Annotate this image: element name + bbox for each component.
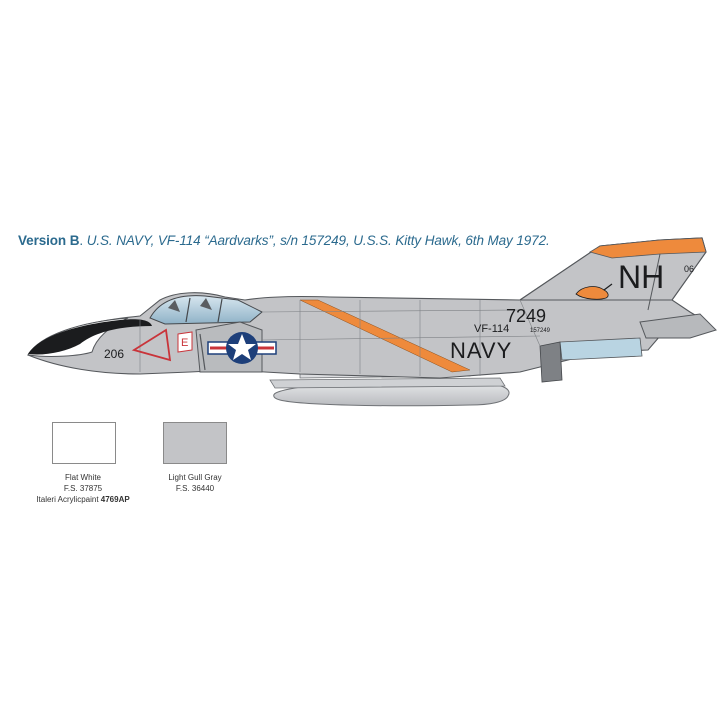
missile-rail xyxy=(269,377,506,389)
flat-white-legend: Flat White F.S. 37875 Italeri Acrylicpai… xyxy=(25,472,141,505)
squadron-e-badge xyxy=(177,331,193,353)
e-mark: E xyxy=(181,337,188,349)
canopy xyxy=(149,295,263,325)
paint-code: 4769AP xyxy=(100,495,130,504)
aardvark-emblem xyxy=(575,283,613,300)
light-gull-gray-legend: Light Gull Gray F.S. 36440 xyxy=(138,472,252,494)
flat-white-swatch xyxy=(52,422,116,464)
rudder-hinge xyxy=(647,253,661,311)
engine-panel xyxy=(559,337,643,361)
squadron-label: VF-114 xyxy=(474,323,509,335)
tail-code: NH xyxy=(618,259,664,295)
anti-glare-panel xyxy=(28,319,152,355)
serial-small: 157249 xyxy=(530,328,551,334)
version-caption: Version B. U.S. NAVY, VF-114 “Aardvarks”… xyxy=(18,233,550,248)
swatch-fs-code: F.S. 37875 xyxy=(63,484,103,493)
buno-number: 7249 xyxy=(506,306,546,326)
swatch-fs-code: F.S. 36440 xyxy=(175,484,215,493)
intake-lip xyxy=(199,333,206,371)
light-gull-gray-swatch xyxy=(163,422,227,464)
swatch-name: Flat White xyxy=(64,473,101,482)
ejection-seat xyxy=(168,298,212,312)
tail-modex-small: 06 xyxy=(684,264,694,274)
intake-warning-chevron xyxy=(131,328,172,362)
navy-label: NAVY xyxy=(450,338,512,363)
tail-cap-stripe xyxy=(588,237,707,259)
swatch-name: Light Gull Gray xyxy=(168,473,222,482)
national-insignia xyxy=(207,332,277,364)
caption-separator: . xyxy=(79,233,87,248)
fuselage-stripe-orange xyxy=(299,299,471,373)
version-label: Version B xyxy=(18,233,80,248)
canopy-frame xyxy=(185,297,223,323)
exhaust-nozzle xyxy=(539,341,563,383)
paint-reference: Italeri Acrylicpaint 4769AP xyxy=(25,494,141,505)
stabilator xyxy=(639,313,717,339)
modex-number: 206 xyxy=(104,347,124,361)
version-description: U.S. NAVY, VF-114 “Aardvarks”, s/n 15724… xyxy=(86,233,550,248)
paint-prefix: Italeri Acrylicpaint xyxy=(36,495,99,504)
